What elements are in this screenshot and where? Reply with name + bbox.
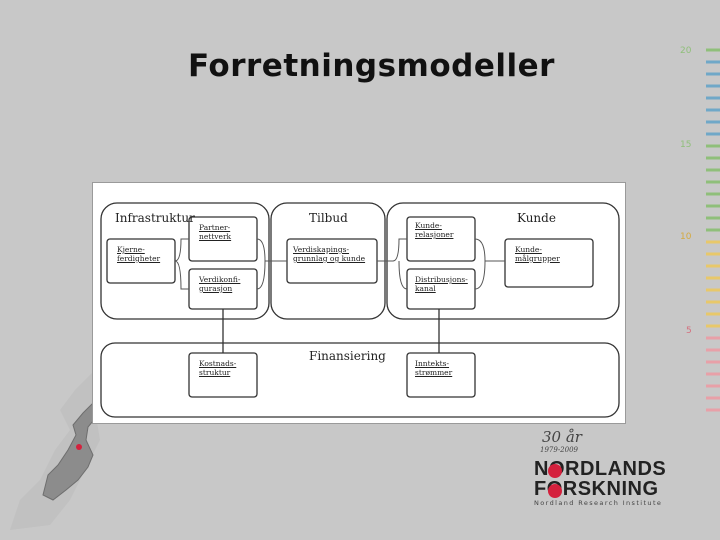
- box-verdikonfigurasjon: Verdikonfi- gurasjon: [199, 275, 240, 293]
- kunderel-line2: relasjoner: [415, 230, 454, 239]
- section-tilbud: Tilbud: [309, 211, 348, 225]
- box-kundemalgrupper: Kunde- målgrupper: [515, 245, 560, 263]
- logo-name-line2: FORSKNING: [534, 478, 659, 500]
- ruler-ticks: [706, 48, 720, 412]
- nordlands-forskning-logo: 30 år 1979-2009 NORDLANDS FORSKNING Nord…: [528, 428, 688, 508]
- section-infrastruktur: Infrastruktur: [115, 211, 195, 225]
- logo-name-line1: NORDLANDS: [534, 458, 667, 480]
- kostnad-line2: struktur: [199, 368, 231, 377]
- box-partnernettverk: Partner- nettverk: [199, 223, 231, 241]
- logo-dot-1: [548, 464, 562, 478]
- section-kunde: Kunde: [517, 211, 556, 225]
- box-inntektsstrommer: Inntekts- strømmer: [415, 359, 452, 377]
- partner-line1: Partner-: [199, 223, 231, 232]
- verdikonfig-line2: gurasjon: [199, 284, 233, 293]
- verdikonfig-line1: Verdikonfi-: [199, 275, 241, 284]
- box-verdiskapingsgrunnlag: Verdiskapings- grunnlag og kunde: [293, 245, 365, 263]
- inntekt-line2: strømmer: [415, 368, 453, 377]
- box-kunderelasjoner: Kunde- relasjoner: [415, 221, 453, 239]
- ruler-label-20: 20: [680, 46, 692, 56]
- diagram-shapes: [100, 202, 620, 418]
- ruler-label-5: 5: [686, 326, 692, 336]
- verdiskaping-line1: Verdiskapings-: [293, 245, 350, 254]
- kjerne-line1: Kjerne-: [117, 245, 145, 254]
- side-ruler: 20 15 10 5: [672, 40, 720, 500]
- finansiering-group: [100, 342, 620, 418]
- verdiskaping-line2: grunnlag og kunde: [293, 254, 366, 263]
- kostnad-line1: Kostnads-: [199, 359, 237, 368]
- business-model-diagram: Infrastruktur Tilbud Kunde Finansiering …: [92, 182, 626, 424]
- slide-title: Forretningsmodeller: [188, 48, 555, 84]
- distribusjon-line1: Distribusjons-: [415, 275, 468, 284]
- ruler-label-10: 10: [680, 232, 692, 242]
- inntekt-line1: Inntekts-: [415, 359, 450, 368]
- box-distribusjonskanal: Distribusjons- kanal: [415, 275, 468, 293]
- kjerne-line2: ferdigheter: [117, 254, 161, 263]
- distribusjon-line2: kanal: [415, 284, 436, 293]
- kundesegment-line2: målgrupper: [515, 254, 560, 263]
- box-kjerneferdigheter: Kjerne- ferdigheter: [117, 245, 160, 263]
- section-finansiering: Finansiering: [309, 349, 386, 363]
- logo-subtitle: Nordland Research Institute: [534, 499, 663, 507]
- logo-anniversary: 30 år: [542, 428, 582, 446]
- logo-years: 1979-2009: [540, 446, 578, 454]
- ruler-label-15: 15: [680, 140, 692, 150]
- box-kostnadsstruktur: Kostnads- struktur: [199, 359, 236, 377]
- logo-dot-2: [548, 484, 562, 498]
- partner-line2: nettverk: [199, 232, 232, 241]
- kundesegment-line1: Kunde-: [515, 245, 542, 254]
- kunderel-line1: Kunde-: [415, 221, 442, 230]
